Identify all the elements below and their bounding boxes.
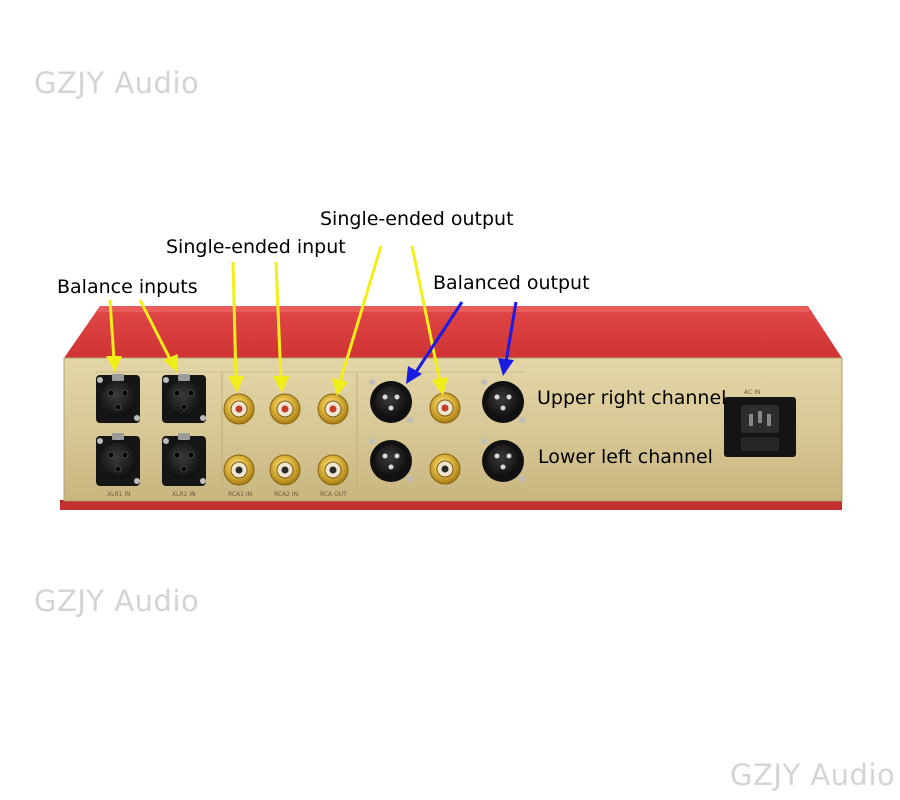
rca-out-panel-label: RCA OUT: [320, 491, 347, 498]
arrow-head-balance-input-2: [163, 354, 178, 372]
arrow-single-input-1: [231, 261, 238, 381]
arrow-single-output-1: [338, 245, 383, 383]
xlr-input-1-upper: [96, 374, 140, 423]
ac-power-inlet: [724, 397, 796, 457]
label-balanced-output: Balanced output: [433, 272, 590, 294]
arrow-single-output-2: [410, 245, 442, 383]
label-single-ended-input: Single-ended input: [166, 236, 346, 258]
rca-output-upper: [317, 393, 349, 425]
rca-input-1-upper: [223, 393, 255, 425]
arrow-balance-input-1: [108, 299, 116, 361]
ac-panel-label: AC IN: [744, 389, 760, 396]
arrow-balance-input-2: [138, 299, 173, 362]
label-balance-inputs: Balance inputs: [57, 276, 198, 298]
label-single-ended-output: Single-ended output: [320, 208, 514, 230]
xlr-output-2-lower: [481, 438, 525, 482]
xlr-output-2-upper: [481, 379, 525, 423]
arrow-balanced-output-2: [504, 301, 518, 363]
xlr1-panel-label: XLR1 IN: [107, 491, 131, 498]
rca-output-left-lower: [429, 453, 461, 485]
arrow-head-single-input-2: [273, 376, 289, 393]
rca-input-2-lower: [269, 454, 301, 486]
arrow-single-input-2: [274, 261, 283, 381]
xlr-input-1-lower: [96, 433, 140, 486]
arrow-head-balanced-output-1: [406, 366, 422, 384]
rca-input-2-upper: [269, 393, 301, 425]
label-lower-left-channel: Lower left channel: [538, 446, 713, 468]
watermark-middle-left: GZJY Audio: [34, 584, 200, 618]
arrow-head-single-output-2: [432, 377, 448, 396]
arrow-head-single-output-1: [332, 378, 348, 396]
watermark-bottom-right: GZJY Audio: [730, 758, 896, 792]
xlr-output-1-upper: [369, 379, 413, 423]
rca-output-lower: [317, 454, 349, 486]
arrow-head-balance-input-1: [106, 356, 122, 372]
xlr-input-2-upper: [162, 374, 206, 423]
watermark-top-left: GZJY Audio: [34, 66, 200, 100]
xlr-input-2-lower: [162, 433, 206, 486]
xlr-output-1-lower: [369, 438, 413, 482]
yellow-arrows: [106, 245, 448, 396]
rca2-panel-label: RCA2 IN: [274, 491, 298, 498]
label-upper-right-channel: Upper right channel: [537, 387, 727, 409]
arrow-head-balanced-output-2: [498, 358, 514, 376]
rca-input-1-lower: [223, 454, 255, 486]
xlr2-panel-label: XLR2 IN: [172, 491, 196, 498]
blue-arrows: [406, 301, 518, 384]
arrow-balanced-output-1: [414, 301, 464, 373]
chassis-top: [64, 306, 842, 358]
rca1-panel-label: RCA1 IN: [228, 491, 252, 498]
arrow-head-single-input-1: [228, 376, 244, 393]
rca-output-right-upper: [429, 392, 461, 424]
